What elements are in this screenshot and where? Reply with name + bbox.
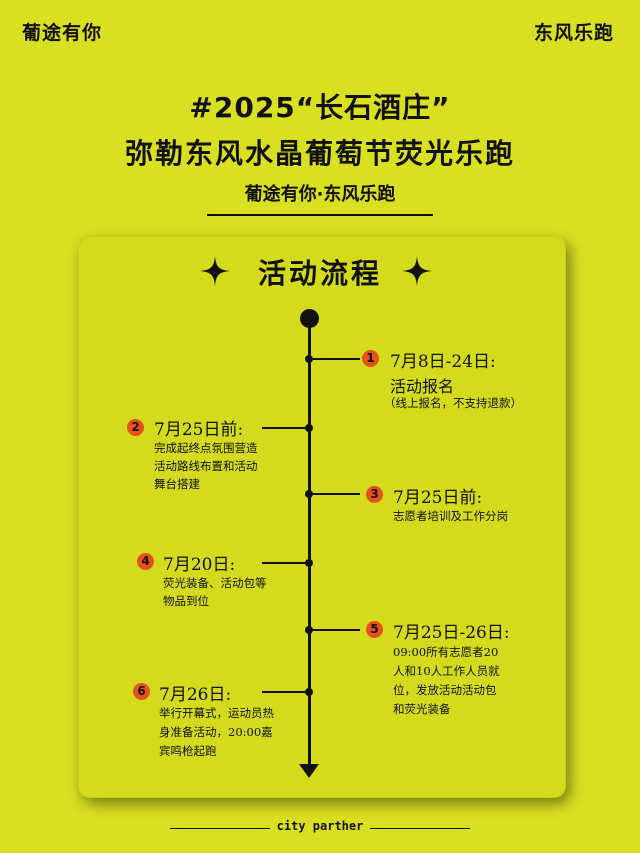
event-text-line: 物品到位	[163, 594, 209, 608]
timeline-line	[308, 320, 311, 764]
timeline-branch	[262, 562, 309, 564]
timeline-arrow-icon	[299, 764, 319, 778]
timeline-branch	[309, 629, 360, 631]
event-text-line: 舞台搭建	[154, 477, 200, 491]
event-date: 7月25日-26日:	[393, 623, 510, 643]
page-title-line-2: 弥勒东风水晶葡萄节荧光乐跑	[124, 137, 515, 170]
step-number-badge: 1	[362, 350, 379, 367]
event-date: 7月25日前:	[154, 420, 244, 440]
sparkle-star-icon	[402, 256, 432, 286]
event-text-line: 志愿者培训及工作分岗	[393, 509, 508, 523]
step-number-badge: 3	[366, 486, 383, 503]
step-number-badge: 6	[133, 683, 150, 700]
timeline-node	[305, 559, 313, 567]
event-text-line: 完成起终点氛围营造	[154, 441, 258, 455]
step-number-badge: 4	[137, 553, 154, 570]
event-date: 7月25日前:	[393, 488, 483, 508]
footer-divider	[170, 828, 270, 829]
event-text-line: 宾鸣枪起跑	[159, 744, 217, 758]
event-date: 7月20日:	[163, 555, 236, 575]
event-text-line: 人和10人工作人员就	[393, 664, 500, 678]
event-date: 7月8日-24日:	[390, 352, 496, 372]
step-number-badge: 2	[127, 419, 144, 436]
step-number-badge: 5	[366, 621, 383, 638]
event-text-line: 位，发放活动活动包	[393, 683, 497, 697]
timeline-branch	[309, 493, 360, 495]
timeline-start-dot	[300, 309, 319, 328]
page-subtitle: 葡途有你·东风乐跑	[244, 184, 396, 205]
footer-text: city parther	[276, 819, 364, 833]
timeline-node	[305, 424, 313, 432]
section-title: 活动流程	[257, 257, 382, 290]
sparkle-star-icon	[200, 256, 230, 286]
event-date: 7月26日:	[159, 685, 232, 705]
schedule-card	[78, 236, 566, 798]
event-text-line: 和荧光装备	[393, 702, 451, 716]
event-text-line: 活动路线布置和活动	[154, 459, 258, 473]
timeline-branch	[262, 691, 309, 693]
brand-right: 东风乐跑	[533, 22, 614, 44]
page-title-line-1: #2025“长石酒庄”	[189, 91, 451, 124]
timeline-branch	[262, 427, 309, 429]
event-text-line: 身准备活动，20:00嘉	[159, 725, 273, 739]
event-text-line: 荧光装备、活动包等	[163, 576, 267, 590]
event-note: （线上报名，不支持退款）	[384, 396, 522, 410]
timeline-node	[305, 688, 313, 696]
footer-divider	[370, 828, 470, 829]
event-text-line: 举行开幕式，运动员热	[159, 706, 274, 720]
brand-left: 葡途有你	[22, 22, 103, 44]
timeline-branch	[309, 358, 360, 360]
event-text-line: 09:00所有志愿者20	[393, 645, 499, 659]
subtitle-underline	[207, 214, 433, 216]
event-title: 活动报名	[390, 377, 455, 396]
